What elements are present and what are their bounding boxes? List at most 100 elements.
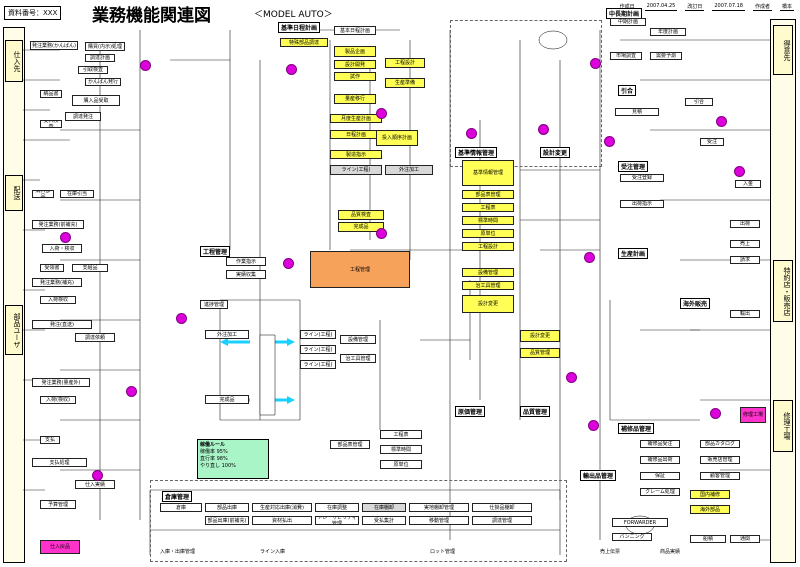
node-process-master: 工程設計: [462, 242, 514, 251]
node-production-prep: 生産準備: [385, 78, 425, 88]
marker-dot: [283, 258, 294, 269]
node-return-goods: 仕入戻品: [40, 540, 80, 554]
node-base-unit-master: 原単位: [462, 229, 514, 238]
marker-dot: [376, 108, 387, 119]
node-procurement-plan: 調達計画: [85, 54, 115, 62]
marker-dot: [538, 124, 549, 135]
node-shipping: 船積: [690, 535, 726, 543]
node-repair-order: 補修品受注: [640, 440, 680, 448]
node-line-3: ライン(工程): [300, 360, 336, 369]
node-special-parts: 特殊部品調達: [280, 38, 328, 47]
node-standard-time: 標準時間: [380, 445, 422, 454]
marker-dot: [588, 420, 599, 431]
node-equipment: 設備管理: [340, 335, 376, 344]
warehouse-header: 倉庫: [160, 503, 202, 512]
node-shipment: 出荷: [730, 220, 760, 228]
marker-dot: [566, 372, 577, 383]
node-annual-plan: 年度計画: [650, 28, 686, 36]
node-routing-master: 工程表: [462, 203, 514, 212]
node-prototype: 試作: [334, 72, 376, 81]
node-outsourcing: 外注加工: [385, 165, 433, 175]
footer-sales-slip-label: 売上伝票: [600, 549, 621, 555]
section-cost-mgmt: 原価管理: [455, 406, 486, 417]
node-overseas-parts: 海外部品: [690, 505, 730, 514]
node-purchased-parts: 購入部品: [32, 190, 54, 198]
node-base-info-master: 基準情報管理: [462, 160, 514, 186]
node-parts-catalog: 部品カタログ: [700, 440, 740, 448]
node-work-instruction: 作業指示: [226, 257, 266, 266]
marker-dot: [140, 60, 151, 71]
node-receipt-slip: 受領書: [40, 264, 64, 272]
node-payment-process: 支払処理: [32, 458, 87, 467]
lane-label-dealer: 特約店・販売店: [773, 260, 793, 322]
lane-label-supplier: 仕入先: [5, 40, 23, 82]
legend-title: 稼働ルール: [200, 442, 226, 448]
section-export-mgmt: 輸出品管理: [580, 470, 617, 481]
section-sales-plan: 生産計画: [618, 248, 649, 259]
node-procurement-request: 調達依頼: [75, 333, 115, 342]
warehouse-r1-c3: 在庫調整: [315, 503, 359, 512]
node-daily-plan: 日程計画: [330, 130, 382, 139]
node-purchase-forecast: 購買(内示)処理: [85, 42, 125, 51]
node-std-time-master: 標準時間: [462, 216, 514, 225]
node-basic-schedule: 基本日程計画: [334, 26, 376, 35]
node-budget-control: 予算管理: [40, 500, 76, 509]
node-repair-shipment: 補修品出荷: [640, 456, 680, 464]
node-delivery-note: 納品書: [40, 90, 62, 98]
node-pickup-inspection: 引取検査: [78, 66, 108, 74]
node-sales: 売上: [730, 240, 760, 248]
document-meta: 作成日 2007.04.25 改訂日 2007.07.18 作成者 橋本: [617, 3, 794, 11]
warehouse-r2-c2: 資材払出: [252, 516, 312, 525]
node-arrival-inspection: 入荷検収: [40, 296, 76, 304]
node-non-mass-order: 発注業務(量産外): [32, 378, 90, 387]
node-ship-instruction: 出荷指示: [620, 200, 664, 208]
footer-results-label: 商品実績: [660, 549, 681, 555]
node-purchased-receipt: 購入品受取: [72, 95, 120, 106]
node-order-entry: 受注登録: [620, 174, 664, 182]
node-process-design: 工程設計: [385, 58, 425, 68]
marker-dot: [716, 116, 727, 127]
node-domestic-repair: 国内補修: [690, 490, 730, 499]
section-order-mgmt: 受注管理: [618, 161, 649, 172]
node-outsource-end: 完成品: [205, 395, 249, 404]
node-quality-inspection: 品質検査: [338, 210, 384, 220]
node-outsource-start: 外注加工: [205, 330, 249, 339]
node-claim: クレーム処理: [640, 488, 680, 496]
warehouse-r1-c1: 部品出庫: [205, 503, 249, 512]
node-order: 受注: [700, 138, 724, 146]
node-design-change: 設計変更: [462, 295, 514, 313]
warehouse-r2-c4: 受払集計: [362, 516, 406, 525]
node-line: ライン(工程): [330, 165, 382, 175]
node-progress-mgmt: 進捗管理: [200, 300, 228, 309]
marker-dot: [376, 228, 387, 239]
section-design-change: 設計変更: [540, 147, 571, 158]
node-eco: 設計変更: [520, 330, 560, 342]
meta-created-date: 2007.04.25: [644, 3, 678, 11]
header: 資料番号：XXX 業務機能関連図 ＜MODEL AUTO＞ 作成日 2007.0…: [0, 0, 800, 26]
node-billing: 請求: [730, 256, 760, 264]
legend-line-3: やり直し 100%: [200, 463, 236, 469]
lane-label-customer: 得意先: [773, 25, 793, 75]
node-stock-allocation: 在庫引当: [60, 190, 94, 198]
node-replenish-order: 発注業務(補充): [32, 278, 82, 287]
warehouse-r2-c1: 部品出庫(前補充): [205, 516, 249, 525]
marker-dot: [734, 166, 745, 177]
node-sequence-plan: 投入順序計画: [376, 130, 418, 146]
section-quality-mgmt: 品質管理: [520, 406, 551, 417]
marker-dot: [126, 386, 137, 397]
section-basic-plan: 基準日程計画: [278, 22, 321, 33]
node-finished-goods: 完成品: [338, 222, 384, 232]
node-quality: 品質管理: [520, 348, 560, 358]
node-repair-shop-mark: 修理工場: [740, 407, 766, 423]
document-number: 資料番号：XXX: [4, 6, 62, 20]
legend-line-1: 稼働率 95%: [200, 449, 228, 455]
section-warehouse-mgmt: 倉庫管理: [162, 491, 193, 502]
section-base-info: 基準情報管理: [455, 147, 498, 158]
marker-dot: [286, 64, 297, 75]
node-arrival-acceptance: 入荷・検収: [42, 244, 82, 253]
warehouse-area: [150, 480, 567, 562]
node-supplied-parts: 支給品: [72, 264, 108, 272]
node-inquiry: 引合: [685, 98, 713, 106]
lane-label-parts-user: 部品ユーザ: [5, 305, 23, 355]
node-line-1: ライン(工程): [300, 330, 336, 339]
